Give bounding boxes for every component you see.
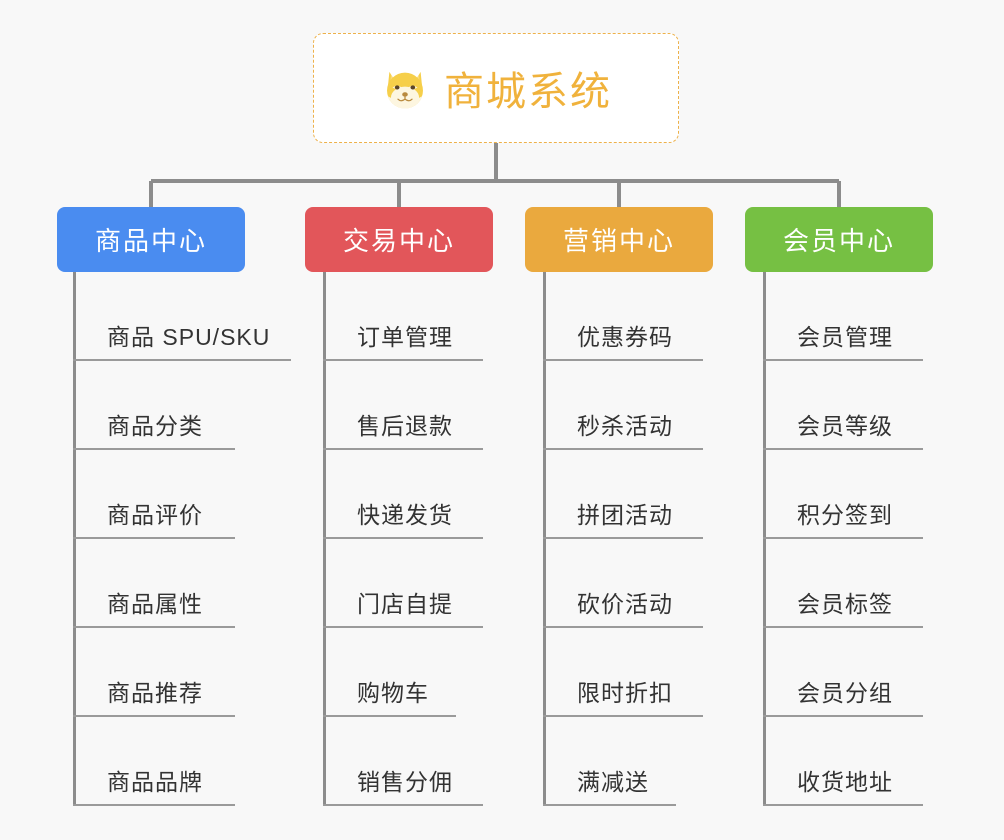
leaf-list-product-center: 商品 SPU/SKU 商品分类商品评价商品属性商品推荐商品品牌: [73, 272, 291, 806]
leaf-item[interactable]: 拼团活动: [543, 450, 713, 539]
leaf-label: 积分签到: [797, 502, 893, 528]
leaf-underline: [73, 448, 235, 450]
leaf-underline: [543, 359, 703, 361]
leaf-label: 商品分类: [107, 413, 203, 439]
leaf-item[interactable]: 商品品牌: [73, 717, 245, 806]
leaf-label: 销售分佣: [357, 769, 453, 795]
leaf-label: 会员标签: [797, 591, 893, 617]
leaf-label: 商品评价: [107, 502, 203, 528]
leaf-item[interactable]: 商品属性: [73, 539, 245, 628]
leaf-underline: [323, 715, 456, 717]
leaf-underline: [543, 537, 703, 539]
leaf-item[interactable]: 会员等级: [763, 361, 933, 450]
branch-spine: [543, 272, 546, 806]
column-product-center: 商品中心商品 SPU/SKU 商品分类商品评价商品属性商品推荐商品品牌: [57, 207, 291, 806]
leaf-underline: [73, 626, 235, 628]
leaf-item[interactable]: 销售分佣: [323, 717, 493, 806]
leaf-label: 会员分组: [797, 680, 893, 706]
leaf-item[interactable]: 商品推荐: [73, 628, 245, 717]
leaf-label: 收货地址: [797, 769, 893, 795]
leaf-underline: [763, 537, 923, 539]
leaf-item[interactable]: 满减送: [543, 717, 713, 806]
category-label: 会员中心: [782, 226, 895, 256]
branch-spine: [73, 272, 76, 806]
leaf-item[interactable]: 商品分类: [73, 361, 245, 450]
leaf-item[interactable]: 购物车: [323, 628, 493, 717]
column-member-center: 会员中心会员管理会员等级积分签到会员标签会员分组收货地址: [745, 207, 933, 806]
leaf-underline: [73, 359, 291, 361]
leaf-item[interactable]: 砍价活动: [543, 539, 713, 628]
leaf-underline: [543, 448, 703, 450]
branch-spine: [763, 272, 766, 806]
category-label: 营销中心: [562, 226, 675, 256]
leaf-underline: [763, 448, 923, 450]
category-box-product-center[interactable]: 商品中心: [57, 207, 245, 272]
leaf-underline: [323, 537, 483, 539]
leaf-item[interactable]: 商品评价: [73, 450, 245, 539]
category-label: 商品中心: [94, 226, 207, 256]
leaf-underline: [763, 804, 923, 806]
root-node[interactable]: 商城系统: [313, 33, 679, 143]
leaf-label: 购物车: [357, 680, 429, 706]
leaf-label: 快递发货: [357, 502, 453, 528]
leaf-underline: [543, 626, 703, 628]
leaf-underline: [763, 359, 923, 361]
leaf-item[interactable]: 门店自提: [323, 539, 493, 628]
leaf-underline: [323, 448, 483, 450]
leaf-item[interactable]: 售后退款: [323, 361, 493, 450]
branch-spine: [323, 272, 326, 806]
leaf-label: 门店自提: [357, 591, 453, 617]
leaf-label: 订单管理: [357, 324, 453, 350]
leaf-label: 商品推荐: [107, 680, 203, 706]
leaf-underline: [543, 804, 676, 806]
leaf-list-member-center: 会员管理会员等级积分签到会员标签会员分组收货地址: [763, 272, 933, 806]
leaf-item[interactable]: 会员管理: [763, 272, 933, 361]
leaf-underline: [543, 715, 703, 717]
root-title: 商城系统: [444, 70, 612, 114]
leaf-item[interactable]: 快递发货: [323, 450, 493, 539]
leaf-list-trade-center: 订单管理售后退款快递发货门店自提购物车销售分佣: [323, 272, 493, 806]
leaf-label: 砍价活动: [577, 591, 673, 617]
leaf-item[interactable]: 秒杀活动: [543, 361, 713, 450]
leaf-underline: [763, 626, 923, 628]
column-trade-center: 交易中心订单管理售后退款快递发货门店自提购物车销售分佣: [305, 207, 493, 806]
leaf-label: 满减送: [577, 769, 649, 795]
leaf-underline: [73, 537, 235, 539]
category-box-trade-center[interactable]: 交易中心: [305, 207, 493, 272]
leaf-label: 限时折扣: [577, 680, 673, 706]
leaf-label: 会员管理: [797, 324, 893, 350]
leaf-label: 售后退款: [357, 413, 453, 439]
leaf-label: 优惠券码: [577, 324, 673, 350]
leaf-underline: [763, 715, 923, 717]
leaf-item[interactable]: 会员分组: [763, 628, 933, 717]
column-marketing-center: 营销中心优惠券码秒杀活动拼团活动砍价活动限时折扣满减送: [525, 207, 713, 806]
leaf-item[interactable]: 限时折扣: [543, 628, 713, 717]
leaf-underline: [73, 804, 235, 806]
shiba-dog-face-icon: [380, 64, 430, 114]
leaf-underline: [323, 804, 483, 806]
leaf-underline: [73, 715, 235, 717]
leaf-item[interactable]: 订单管理: [323, 272, 493, 361]
category-box-member-center[interactable]: 会员中心: [745, 207, 933, 272]
leaf-label: 商品 SPU/SKU: [107, 324, 271, 350]
leaf-label: 会员等级: [797, 413, 893, 439]
leaf-item[interactable]: 积分签到: [763, 450, 933, 539]
leaf-item[interactable]: 收货地址: [763, 717, 933, 806]
leaf-label: 秒杀活动: [577, 413, 673, 439]
leaf-label: 商品品牌: [107, 769, 203, 795]
leaf-label: 商品属性: [107, 591, 203, 617]
category-box-marketing-center[interactable]: 营销中心: [525, 207, 713, 272]
leaf-label: 拼团活动: [577, 502, 673, 528]
leaf-item[interactable]: 会员标签: [763, 539, 933, 628]
leaf-underline: [323, 626, 483, 628]
leaf-underline: [323, 359, 483, 361]
category-label: 交易中心: [342, 226, 455, 256]
leaf-item[interactable]: 商品 SPU/SKU: [73, 272, 291, 361]
leaf-item[interactable]: 优惠券码: [543, 272, 713, 361]
leaf-list-marketing-center: 优惠券码秒杀活动拼团活动砍价活动限时折扣满减送: [543, 272, 713, 806]
